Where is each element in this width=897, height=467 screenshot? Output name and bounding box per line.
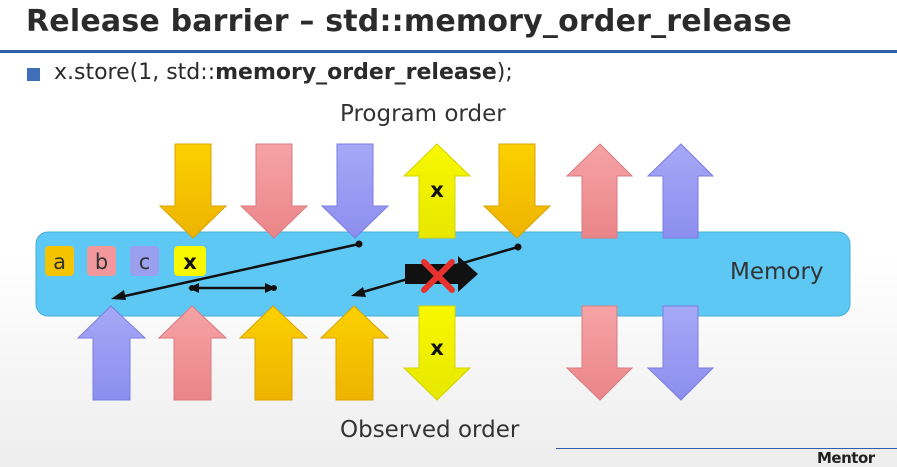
reorder-arrowhead-yellow [351,287,366,297]
legend-box-x [174,246,206,276]
legend-label-b: b [95,250,108,274]
program-arrow-pink-up [565,143,634,239]
reorder-dot-yellow [514,243,522,251]
observed-arrow-pink-down [565,305,634,401]
observed-arrow-yellow-2 [319,305,390,401]
observed-arrow-purple [76,305,147,401]
legend-label-a: a [53,250,66,274]
store-arrow-label: x [430,178,444,202]
legend-box-a [45,246,74,276]
reorder-dot-c [355,240,363,248]
swap-dot-right [271,285,277,291]
legend-label-x: x [183,250,197,274]
program-arrow-b [239,143,309,239]
title-underline [0,50,897,53]
observed-arrow-x-load [402,305,472,401]
legend-box-b [87,246,116,276]
bullet-square-icon [27,68,40,81]
program-arrow-yellow-2 [482,143,552,239]
memory-label: Memory [730,259,824,285]
program-order-label: Program order [340,101,506,127]
observed-order-label: Observed order [340,417,520,443]
legend-box-c [130,246,159,276]
bullet-code-prefix: x.store(1, std:: [54,60,216,85]
swap-dot-left [189,285,195,291]
x-cross-icon [421,259,455,293]
bullet-code-bold: memory_order_release [215,60,497,85]
observed-arrow-yellow-1 [238,305,309,401]
swap-arrowhead-right [265,283,276,293]
slide-title: Release barrier – std::memory_order_rele… [26,4,792,39]
program-arrow-x-store [402,143,472,239]
load-arrow-label: x [430,336,444,360]
legend-label-c: c [139,250,151,274]
reorder-arrowhead-c [111,290,126,300]
program-arrow-a [158,143,228,239]
mentor-logo: Mentor [817,449,875,467]
bullet-code-suffix: ); [496,60,513,85]
reorder-line-c [115,242,360,300]
observed-arrow-purple-down [646,305,715,401]
bullet-code: x.store(1, std::memory_order_release); [54,60,513,85]
footer-rule [556,448,897,449]
program-arrow-purple-up [646,143,715,239]
program-arrow-c [320,143,390,239]
observed-arrow-pink [157,305,228,401]
